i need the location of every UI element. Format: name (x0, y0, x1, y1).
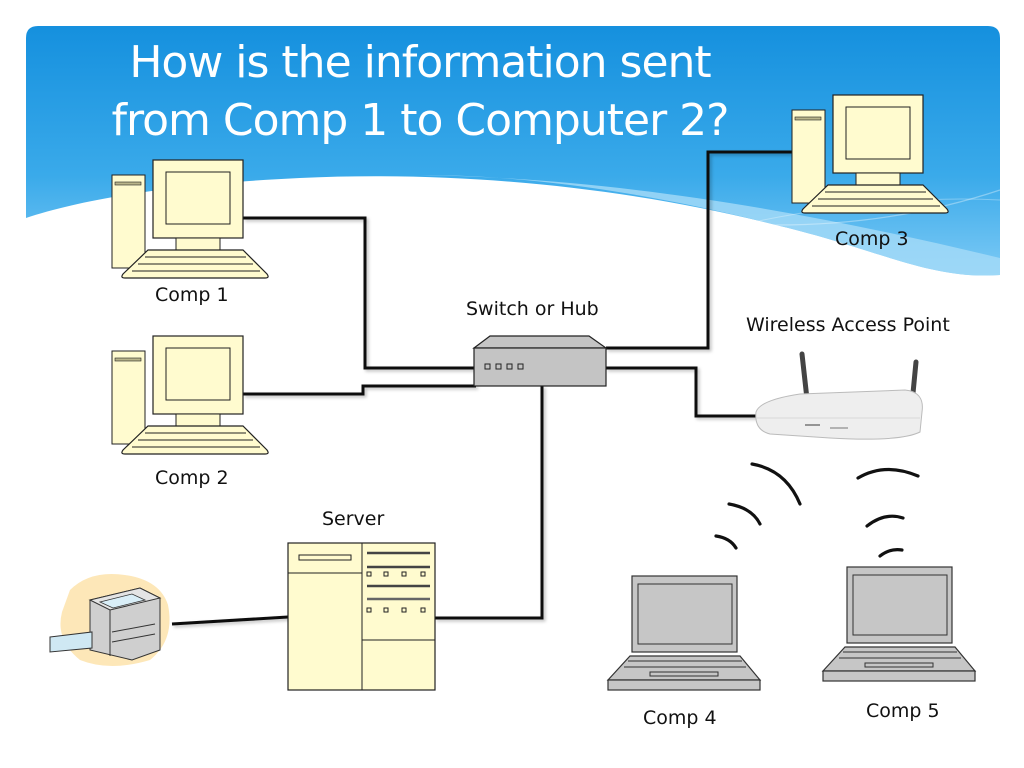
label-comp1: Comp 1 (155, 284, 229, 306)
desktop-comp3-icon (791, 94, 949, 214)
label-comp5: Comp 5 (866, 700, 940, 722)
server-icon (287, 542, 436, 691)
laptop-comp4-icon (606, 575, 762, 691)
laptop-comp5-icon (821, 566, 977, 682)
cable-comp1-switch (243, 216, 476, 370)
printer-icon (49, 574, 170, 666)
wireless-signal-comp5-icon (856, 467, 920, 558)
desktop-comp1-icon (111, 159, 269, 279)
slide-title: How is the information sent from Comp 1 … (60, 34, 780, 150)
slide-title-line2: from Comp 1 to Computer 2? (111, 95, 729, 146)
label-comp4: Comp 4 (643, 707, 717, 729)
label-comp3: Comp 3 (835, 228, 909, 250)
slide-title-line1: How is the information sent (129, 37, 711, 88)
cable-server-switch (435, 386, 544, 620)
cable-wap-switch (606, 366, 760, 418)
cable-comp3-switch (606, 150, 797, 350)
label-comp2: Comp 2 (155, 467, 229, 489)
label-switch: Switch or Hub (466, 298, 599, 320)
cable-comp2-switch (243, 384, 476, 396)
switch-icon (472, 335, 608, 387)
wireless-access-point-icon (755, 351, 923, 440)
label-server: Server (322, 508, 385, 530)
desktop-comp2-icon (111, 335, 269, 455)
wireless-signal-comp4-icon (714, 462, 802, 550)
cable-printer-server (171, 615, 289, 626)
label-wireless-access-point: Wireless Access Point (746, 314, 950, 336)
cables (171, 150, 797, 626)
